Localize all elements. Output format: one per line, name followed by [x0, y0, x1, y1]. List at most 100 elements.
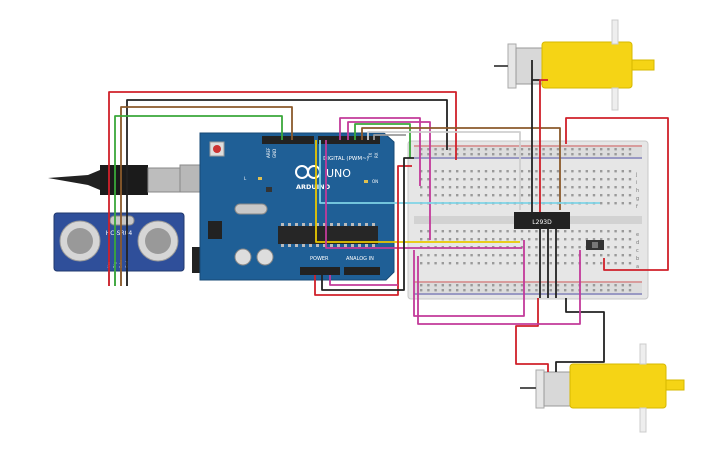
chip-pin	[358, 244, 361, 247]
breadboard-hole	[528, 254, 531, 257]
breadboard-hole	[585, 148, 588, 151]
breadboard-hole	[585, 238, 588, 241]
breadboard-hole	[621, 153, 624, 156]
cable-housing	[100, 165, 148, 195]
wire-magenta-loop-2	[417, 250, 581, 325]
wire-analog	[329, 275, 398, 286]
breadboard-hole	[542, 238, 545, 241]
breadboard-hole	[614, 262, 617, 265]
slide-switch-knob	[592, 242, 598, 248]
breadboard-hole	[477, 284, 480, 287]
breadboard-hole	[492, 284, 495, 287]
breadboard-hole	[564, 289, 567, 292]
breadboard-hole	[427, 186, 430, 189]
breadboard-hole	[484, 238, 488, 241]
wire-magenta-2	[325, 140, 522, 249]
wire-d2	[373, 134, 406, 140]
breadboard-hole	[549, 148, 552, 151]
breadboard-hole	[477, 170, 480, 173]
breadboard-hole	[499, 230, 502, 233]
wire-motor-bottom-2	[555, 298, 605, 372]
breadboard-hole	[542, 262, 545, 265]
breadboard-hole	[600, 153, 603, 156]
breadboard-hole	[600, 202, 603, 205]
breadboard-hole	[585, 178, 588, 181]
breadboard-hole	[549, 262, 552, 265]
breadboard-hole	[427, 262, 430, 265]
motor-top-can	[515, 47, 543, 85]
breadboard-hole	[528, 262, 531, 265]
chip-pin	[365, 244, 368, 247]
breadboard-hole	[420, 170, 423, 173]
breadboard-hole	[614, 202, 617, 205]
breadboard-hole	[542, 246, 545, 249]
breadboard-hole	[600, 254, 603, 257]
breadboard-hole	[528, 186, 531, 189]
breadboard-hole	[578, 178, 581, 181]
breadboard-hole	[427, 178, 430, 181]
breadboard-hole	[420, 153, 423, 156]
analog-header	[344, 267, 380, 275]
wire-right-loop	[565, 117, 669, 271]
breadboard-hole	[463, 153, 466, 156]
breadboard-hole	[535, 262, 538, 265]
transmitter-mesh	[67, 228, 93, 254]
breadboard-hole	[520, 289, 524, 292]
wire-trig	[114, 115, 283, 286]
breadboard-hole	[506, 262, 509, 265]
breadboard-hole	[528, 153, 531, 156]
motor-bottom	[520, 343, 685, 433]
breadboard-hole	[614, 238, 617, 241]
breadboard-hole	[578, 246, 581, 249]
breadboard-hole	[463, 230, 466, 233]
row-letter: a	[636, 264, 639, 270]
breadboard-hole	[578, 148, 581, 151]
breadboard-hole	[506, 194, 509, 197]
breadboard-hole	[434, 254, 437, 257]
breadboard-hole	[513, 289, 516, 292]
atmega-chip	[278, 226, 378, 244]
wire-d5	[354, 123, 411, 158]
breadboard-hole	[420, 186, 423, 189]
breadboard-hole	[585, 170, 588, 173]
breadboard-hole	[571, 170, 574, 173]
chip-pin	[323, 223, 326, 226]
row-letters-top: j i h g f	[635, 172, 639, 210]
breadboard-hole	[542, 230, 545, 233]
breadboard-hole	[427, 284, 430, 287]
breadboard-hole	[492, 153, 495, 156]
driver-label: L293D	[532, 219, 552, 226]
breadboard-hole	[441, 194, 444, 197]
breadboard-hole	[542, 284, 545, 287]
hc-sr04-sensor: HC-SR04 Vcc Trig Echo Gnd	[48, 165, 185, 286]
breadboard-hole	[456, 170, 459, 173]
breadboard-hole	[441, 178, 444, 181]
breadboard-hole	[520, 170, 524, 173]
breadboard-hole	[499, 284, 502, 287]
breadboard-hole	[506, 284, 509, 287]
breadboard-hole	[600, 262, 603, 265]
breadboard-hole	[592, 262, 596, 265]
breadboard-hole	[520, 153, 524, 156]
breadboard-hole	[628, 284, 632, 287]
l-led-label: L	[244, 176, 247, 181]
breadboard-hole	[520, 284, 524, 287]
breadboard-hole	[470, 238, 473, 241]
breadboard-hole	[542, 148, 545, 151]
breadboard-hole	[564, 230, 567, 233]
breadboard-hole	[564, 186, 567, 189]
breadboard-hole	[628, 202, 632, 205]
breadboard-hole	[470, 262, 473, 265]
breadboard-hole	[549, 230, 552, 233]
breadboard-hole	[520, 262, 524, 265]
breadboard-hole	[535, 178, 538, 181]
breadboard-hole	[571, 153, 574, 156]
breadboard-hole	[556, 284, 560, 287]
breadboard-hole	[434, 194, 437, 197]
breadboard-hole	[585, 284, 588, 287]
atmega-pins	[281, 223, 375, 247]
breadboard-hole	[542, 289, 545, 292]
breadboard-hole	[420, 289, 423, 292]
breadboard-hole	[492, 238, 495, 241]
breadboard-hole	[492, 262, 495, 265]
